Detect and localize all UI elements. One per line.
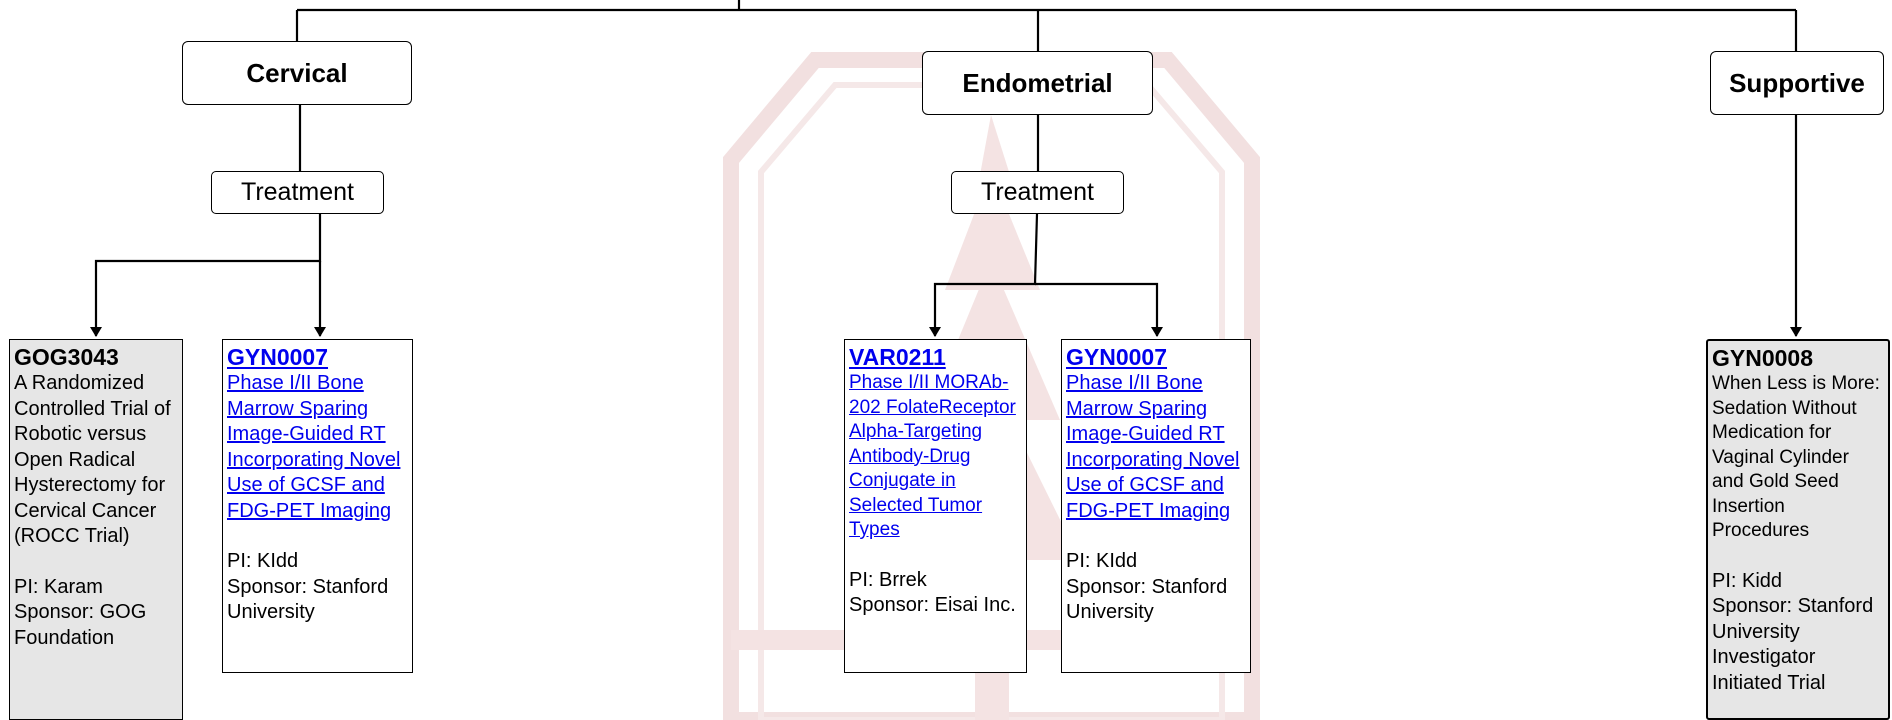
trial-card-gyn0007-endometrial: GYN0007 Phase I/II Bone Marrow Sparing I… <box>1061 339 1251 673</box>
trial-pi: PI: Brrek <box>849 568 927 591</box>
trial-pi: PI: Kidd <box>1712 569 1783 592</box>
trial-sponsor: Sponsor: GOG Foundation <box>14 601 147 649</box>
trial-id: GOG3043 <box>14 344 119 370</box>
trial-id-link[interactable]: GYN0007 <box>227 344 329 370</box>
trial-sponsor: Sponsor: Stanford University <box>1066 575 1228 624</box>
trial-sponsor: Sponsor: Eisai Inc. <box>849 594 1016 616</box>
trial-title-link[interactable]: Phase I/II Bone Marrow Sparing Image-Gui… <box>227 372 401 522</box>
trial-card-gyn0007-cervical: GYN0007 Phase I/II Bone Marrow Sparing I… <box>222 339 413 673</box>
treatment-cervical: Treatment <box>211 171 384 214</box>
trial-title-link[interactable]: Phase I/II MORAb-202 FolateReceptor Alph… <box>849 372 1016 540</box>
trial-pi: PI: Karam <box>14 575 103 598</box>
category-label: Cervical <box>246 57 348 88</box>
treatment-label: Treatment <box>980 178 1094 206</box>
category-cervical: Cervical <box>182 41 412 105</box>
trial-card-gyn0008: GYN0008 When Less is More: Sedation With… <box>1706 339 1890 720</box>
trial-title-link[interactable]: Phase I/II Bone Marrow Sparing Image-Gui… <box>1066 372 1240 522</box>
trial-id-link[interactable]: GYN0007 <box>1066 344 1168 370</box>
trial-id: GYN0008 <box>1712 345 1814 371</box>
trial-pi: PI: KIdd <box>1066 550 1138 572</box>
category-supportive: Supportive <box>1710 51 1884 115</box>
treatment-endometrial: Treatment <box>951 171 1124 214</box>
trial-card-gog3043: GOG3043 A Randomized Controlled Trial of… <box>9 339 183 720</box>
trial-sponsor: Sponsor: Stanford University <box>227 575 389 624</box>
trial-card-var0211: VAR0211 Phase I/II MORAb-202 FolateRecep… <box>844 339 1027 673</box>
trial-pi: PI: KIdd <box>227 550 299 572</box>
category-endometrial: Endometrial <box>922 51 1153 115</box>
trial-sponsor: Sponsor: Stanford University Investigato… <box>1712 595 1874 694</box>
treatment-label: Treatment <box>240 178 354 206</box>
trial-title: A Randomized Controlled Trial of Robotic… <box>14 372 171 547</box>
category-label: Endometrial <box>962 67 1113 98</box>
trial-id-link[interactable]: VAR0211 <box>849 344 946 370</box>
category-label: Supportive <box>1729 67 1865 98</box>
trial-title: When Less is More: Sedation Without Medi… <box>1712 373 1880 541</box>
